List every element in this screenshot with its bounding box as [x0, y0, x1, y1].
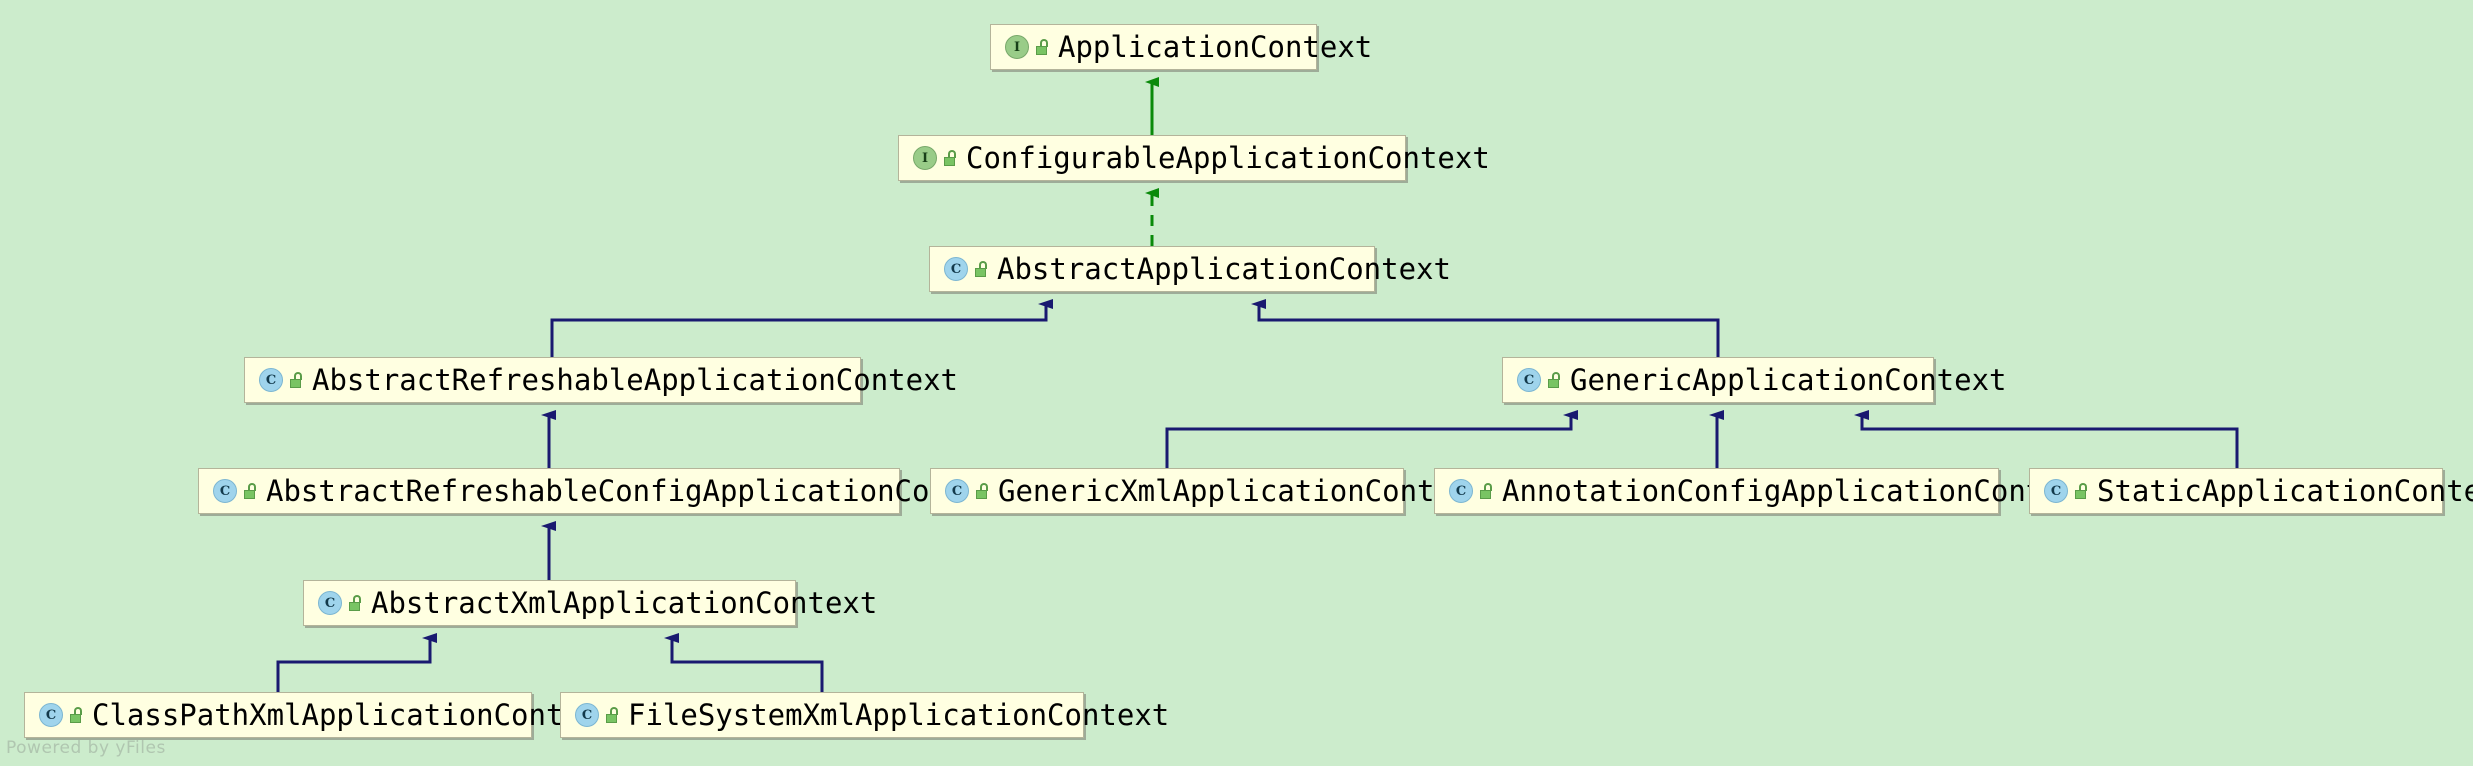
uml-node-label: AbstractRefreshableConfigApplicationCont… [266, 473, 1017, 508]
uml-node-classpathxmlapplicationcontext[interactable]: C ClassPathXmlApplicationContext [24, 692, 616, 738]
public-lock-icon [974, 483, 989, 499]
uml-node-abstractrefreshableconfigapplicationcontext[interactable]: C AbstractRefreshableConfigApplicationCo… [198, 468, 1017, 514]
uml-node-label: AbstractApplicationContext [997, 251, 1451, 286]
class-icon: C [1449, 479, 1473, 503]
uml-node-label: AnnotationConfigApplicationContext [1502, 473, 2096, 508]
public-lock-icon [288, 372, 303, 388]
uml-node-genericxmlapplicationcontext[interactable]: C GenericXmlApplicationContext [930, 468, 1487, 514]
public-lock-icon [1546, 372, 1561, 388]
public-lock-icon [1478, 483, 1493, 499]
uml-node-label: GenericApplicationContext [1570, 362, 2007, 397]
uml-node-filesystemxmlapplicationcontext[interactable]: C FileSystemXmlApplicationContext [560, 692, 1169, 738]
class-icon: C [945, 479, 969, 503]
uml-node-label: ConfigurableApplicationContext [966, 140, 1490, 175]
uml-node-abstractrefreshableapplicationcontext[interactable]: C AbstractRefreshableApplicationContext [244, 357, 958, 403]
edge-generic-to-abstract [1251, 299, 1720, 357]
public-lock-icon [242, 483, 257, 499]
uml-node-abstractxmlapplicationcontext[interactable]: C AbstractXmlApplicationContext [303, 580, 877, 626]
uml-node-staticapplicationcontext[interactable]: C StaticApplicationContext [2029, 468, 2473, 514]
class-icon: C [39, 703, 63, 727]
public-lock-icon [604, 707, 619, 723]
uml-node-label: ClassPathXmlApplicationContext [92, 697, 616, 732]
public-lock-icon [973, 261, 988, 277]
class-icon: C [318, 591, 342, 615]
uml-node-label: ApplicationContext [1058, 29, 1373, 64]
interface-icon: I [1005, 35, 1029, 59]
uml-node-configurableapplicationcontext[interactable]: I ConfigurableApplicationContext [898, 135, 1490, 181]
edge-classpathxml-to-abstractxml [276, 633, 437, 692]
public-lock-icon [2073, 483, 2088, 499]
class-icon: C [575, 703, 599, 727]
uml-node-label: StaticApplicationContext [2097, 473, 2473, 508]
public-lock-icon [347, 595, 362, 611]
uml-node-label: GenericXmlApplicationContext [998, 473, 1487, 508]
class-icon: C [213, 479, 237, 503]
class-icon: C [259, 368, 283, 392]
public-lock-icon [68, 707, 83, 723]
uml-node-genericapplicationcontext[interactable]: C GenericApplicationContext [1502, 357, 2007, 403]
class-icon: C [2044, 479, 2068, 503]
uml-node-label: AbstractRefreshableApplicationContext [312, 362, 959, 397]
uml-node-label: AbstractXmlApplicationContext [371, 585, 878, 620]
edge-static-to-generic [1854, 410, 2239, 468]
edge-genericxml-to-generic [1165, 410, 1578, 468]
public-lock-icon [942, 150, 957, 166]
uml-node-label: FileSystemXmlApplicationContext [628, 697, 1170, 732]
class-icon: C [1517, 368, 1541, 392]
uml-node-annotationconfigapplicationcontext[interactable]: C AnnotationConfigApplicationContext [1434, 468, 2096, 514]
edge-filesystemxml-to-abstractxml [664, 633, 824, 692]
uml-node-applicationcontext[interactable]: I ApplicationContext [990, 24, 1372, 70]
class-icon: C [944, 257, 968, 281]
edge-abstractrefreshable-to-abstract [550, 299, 1053, 357]
public-lock-icon [1034, 39, 1049, 55]
uml-node-abstractapplicationcontext[interactable]: C AbstractApplicationContext [929, 246, 1451, 292]
yfiles-watermark: Powered by yFiles [6, 738, 166, 758]
interface-icon: I [913, 146, 937, 170]
